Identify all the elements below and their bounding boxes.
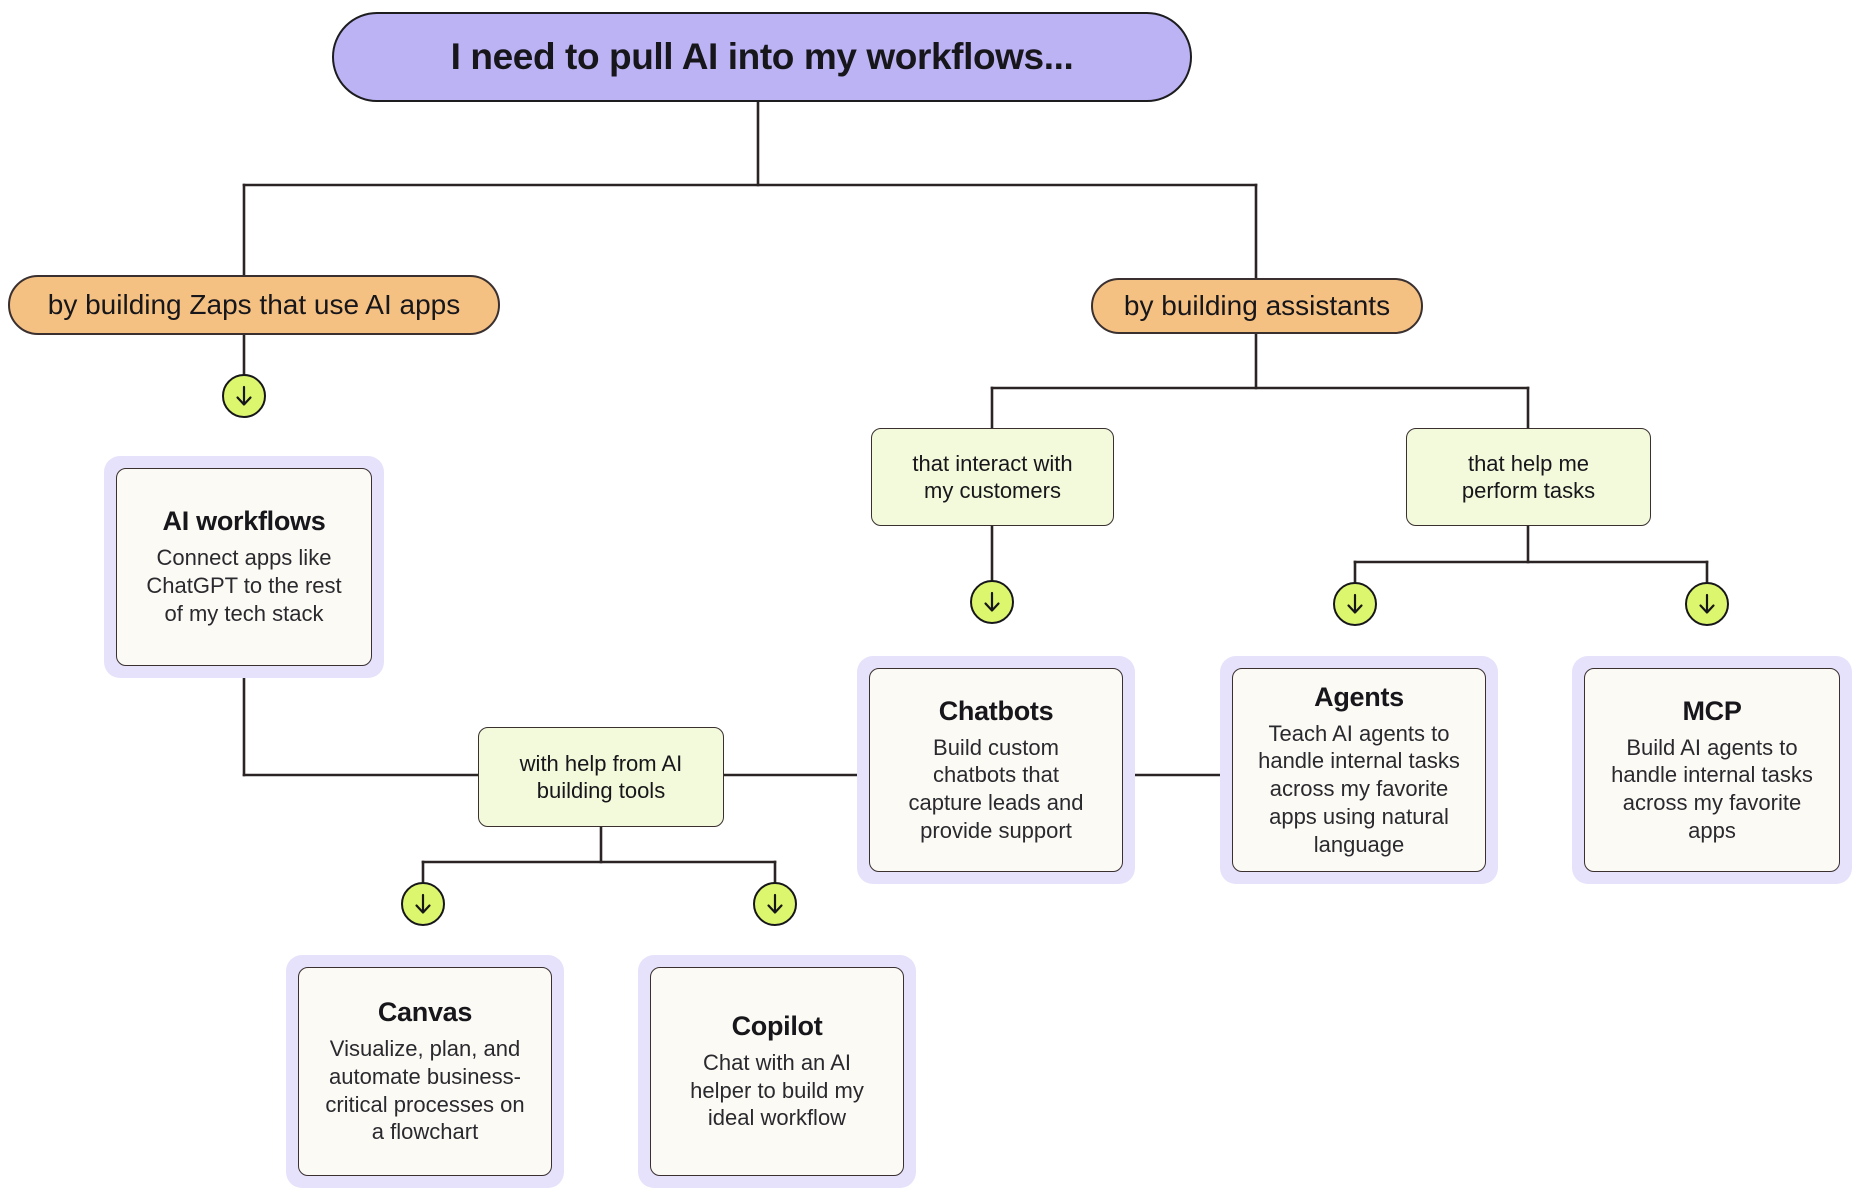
- arrow-down-icon: [1342, 591, 1368, 617]
- card-copilot[interactable]: Copilot Chat with an AI helper to build …: [638, 955, 916, 1188]
- arrow-down-icon: [762, 891, 788, 917]
- condition-node-perform-tasks[interactable]: that help me perform tasks: [1406, 428, 1651, 526]
- arrow-down-icon: [1694, 591, 1720, 617]
- card-mcp[interactable]: MCP Build AI agents to handle internal t…: [1572, 656, 1852, 884]
- card-chatbots[interactable]: Chatbots Build custom chatbots that capt…: [857, 656, 1135, 884]
- badge-mcp[interactable]: [1685, 582, 1729, 626]
- branch-node-assistants[interactable]: by building assistants: [1091, 278, 1423, 334]
- card-inner: Chatbots Build custom chatbots that capt…: [869, 668, 1123, 872]
- card-title: Chatbots: [938, 695, 1054, 726]
- card-title: Copilot: [731, 1010, 823, 1041]
- arrow-down-icon: [410, 891, 436, 917]
- card-agents[interactable]: Agents Teach AI agents to handle interna…: [1220, 656, 1498, 884]
- card-inner: Canvas Visualize, plan, and automate bus…: [298, 967, 552, 1176]
- condition-node-interact-customers[interactable]: that interact with my customers: [871, 428, 1114, 526]
- card-body: Connect apps like ChatGPT to the rest of…: [146, 545, 342, 626]
- card-inner: MCP Build AI agents to handle internal t…: [1584, 668, 1840, 872]
- card-inner: Copilot Chat with an AI helper to build …: [650, 967, 904, 1176]
- card-body: Teach AI agents to handle internal tasks…: [1258, 720, 1460, 857]
- condition-node-building-tools[interactable]: with help from AI building tools: [478, 727, 724, 827]
- badge-chatbots[interactable]: [970, 580, 1014, 624]
- card-title: Canvas: [377, 997, 473, 1028]
- badge-agents[interactable]: [1333, 582, 1377, 626]
- badge-ai-workflows[interactable]: [222, 374, 266, 418]
- card-body: Visualize, plan, and automate business- …: [325, 1036, 525, 1145]
- card-title: MCP: [1682, 695, 1742, 726]
- card-title: AI workflows: [162, 506, 326, 537]
- card-ai-workflows[interactable]: AI workflows Connect apps like ChatGPT t…: [104, 456, 384, 678]
- card-inner: AI workflows Connect apps like ChatGPT t…: [116, 468, 372, 666]
- arrow-down-icon: [231, 383, 257, 409]
- card-body: Build custom chatbots that capture leads…: [908, 734, 1084, 843]
- badge-canvas[interactable]: [401, 882, 445, 926]
- card-inner: Agents Teach AI agents to handle interna…: [1232, 668, 1486, 872]
- root-node[interactable]: I need to pull AI into my workflows...: [332, 12, 1192, 102]
- branch-node-zaps[interactable]: by building Zaps that use AI apps: [8, 275, 500, 335]
- card-title: Agents: [1314, 681, 1404, 712]
- card-body: Chat with an AI helper to build my ideal…: [690, 1049, 864, 1131]
- arrow-down-icon: [979, 589, 1005, 615]
- card-body: Build AI agents to handle internal tasks…: [1611, 734, 1813, 843]
- card-canvas[interactable]: Canvas Visualize, plan, and automate bus…: [286, 955, 564, 1188]
- badge-copilot[interactable]: [753, 882, 797, 926]
